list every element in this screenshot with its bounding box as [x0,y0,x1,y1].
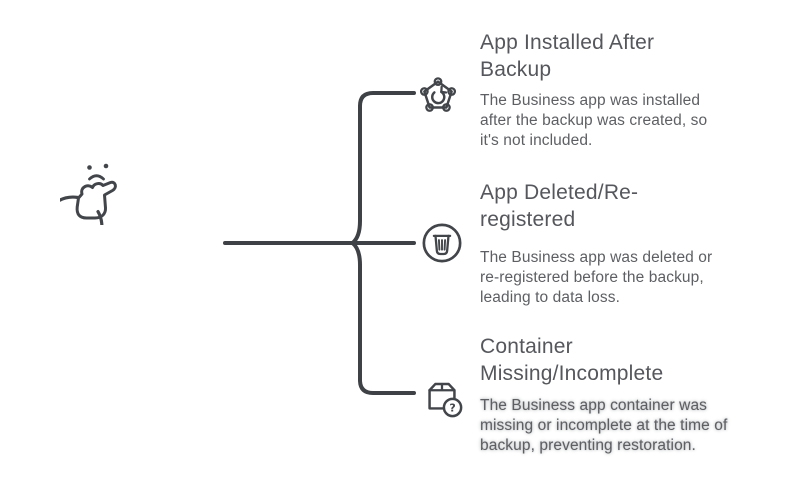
face-frown [88,174,105,181]
branch-line-top [358,91,416,108]
face-outline [60,195,104,225]
branch-1-description: The Business app was installed after the… [480,92,708,149]
container-question-icon: ? [420,374,464,418]
face-eye-right [103,163,109,169]
restore-arrow-head [440,85,448,94]
branch-line-bottom [358,378,416,395]
question-mark: ? [449,401,455,414]
trash-circle [422,223,462,263]
trash-can [434,234,450,256]
spine-upper [350,104,362,245]
branch-3-title: Container Missing/Incomplete [480,335,664,385]
branch-2-description: The Business app was deleted or re-regis… [480,249,713,306]
restore-arrow-arc [431,90,446,105]
trash-icon [421,222,463,264]
branch-3-description: The Business app container was missing o… [480,397,728,454]
node-right [447,87,457,96]
node-top [433,77,443,86]
box-front [428,389,446,410]
question-circle [442,397,463,418]
node-left [419,87,429,96]
node-bottom-left [425,103,434,112]
branch-2-title: App Deleted/Re-registered [480,181,639,231]
spine-lower [350,241,362,382]
thinking-face-icon [60,145,130,225]
branch-1-title: App Installed After Backup [480,31,655,81]
box-lid [428,382,456,400]
node-bottom-right [442,103,451,112]
box-lid-split [428,382,456,392]
face-hand [75,180,117,220]
app-network-restore-icon [417,73,459,115]
face-eye-left [87,165,92,170]
